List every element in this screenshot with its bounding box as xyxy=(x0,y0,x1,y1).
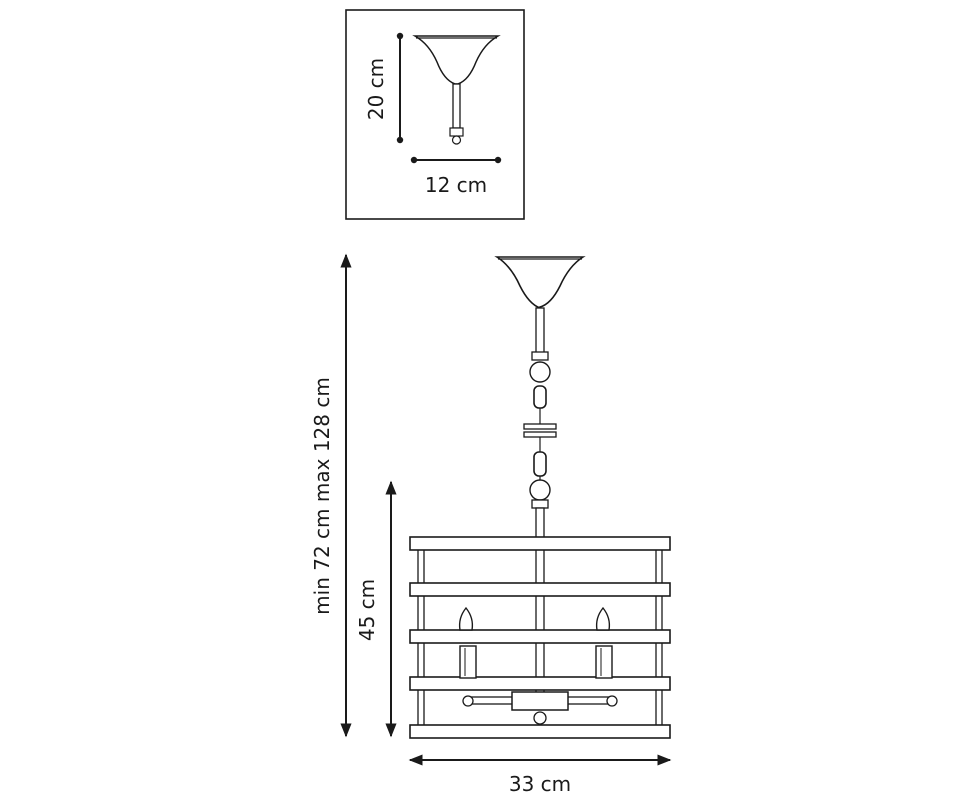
inset-height-label: 20 cm xyxy=(364,58,388,120)
candle-bulb-right xyxy=(595,606,613,679)
lamp-chain xyxy=(523,385,557,509)
lamp-rod-upper xyxy=(535,307,545,355)
width-label: 33 cm xyxy=(509,772,571,796)
inset-stem xyxy=(452,83,461,129)
lamp-cage-slats xyxy=(409,536,671,739)
canopy-detail-inset: 20 cm 12 cm xyxy=(345,9,525,220)
pendant-lamp-drawing: min 72 cm max 128 cm 45 cm 33 cm xyxy=(310,253,672,796)
lamp-canopy xyxy=(494,256,586,310)
cage-slat xyxy=(409,724,671,739)
overall-height-label: min 72 cm max 128 cm xyxy=(310,377,334,615)
body-height-label: 45 cm xyxy=(355,579,379,641)
candle-bulb-left xyxy=(458,606,477,679)
lamp-arms xyxy=(462,691,618,725)
cage-slat xyxy=(409,676,671,691)
cage-slat xyxy=(409,629,671,644)
cage-slat xyxy=(409,582,671,597)
inset-width-label: 12 cm xyxy=(425,173,487,197)
cage-slat xyxy=(409,536,671,551)
